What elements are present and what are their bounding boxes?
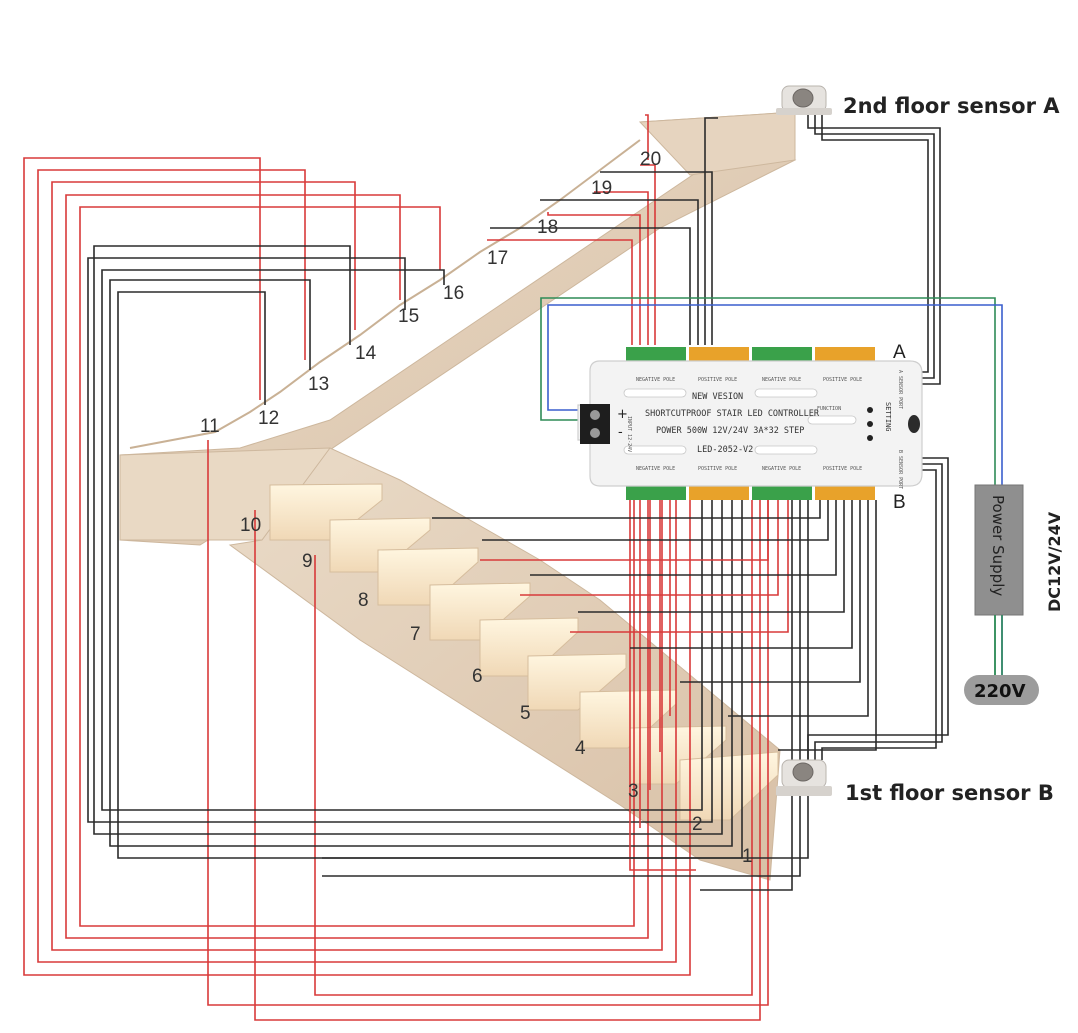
step-label-12: 12 bbox=[258, 408, 279, 429]
mains-badge bbox=[964, 675, 1039, 705]
step-label-4: 4 bbox=[575, 738, 586, 759]
step-label-18: 18 bbox=[537, 217, 558, 238]
setting-buttons bbox=[867, 407, 873, 441]
power-supply-label: Power Supply bbox=[989, 495, 1007, 596]
bottom-positive-pole-1: POSITIVE POLE bbox=[698, 466, 737, 472]
black-wires-upper bbox=[87, 117, 743, 859]
wiring bbox=[23, 112, 1003, 1021]
step-label-9: 9 bbox=[302, 551, 313, 572]
sensor-port-a-label: A SENSOR PORT bbox=[897, 370, 903, 409]
bottom-negative-pole-1: NEGATIVE POLE bbox=[636, 466, 675, 472]
port-a-letter: A bbox=[893, 342, 906, 363]
controller: A B NEGATIVE POLE POSITIVE POLE NEGATIVE… bbox=[577, 342, 923, 513]
sensor-knob bbox=[908, 415, 920, 433]
step-labels: 1 2 3 4 5 6 7 8 9 10 11 12 13 14 15 16 1… bbox=[200, 149, 753, 867]
black-wires-lower bbox=[322, 500, 877, 891]
upper-landing bbox=[638, 111, 796, 176]
sensor-a: 2nd floor sensor A bbox=[776, 85, 1060, 118]
dc-voltage-label: DC12V/24V bbox=[1045, 511, 1064, 612]
sensor-a-label: 2nd floor sensor A bbox=[843, 94, 1060, 118]
sensor-b-cable bbox=[807, 457, 949, 760]
bottom-positive-pole-2: POSITIVE POLE bbox=[823, 466, 862, 472]
top-positive-pole-2: POSITIVE POLE bbox=[823, 377, 862, 383]
lit-treads bbox=[269, 483, 779, 821]
step-label-13: 13 bbox=[308, 374, 329, 395]
led-rows bbox=[623, 388, 857, 455]
controller-line-3: POWER 500W 12V/24V 3A*32 STEP bbox=[656, 426, 804, 436]
step-label-20: 20 bbox=[640, 149, 661, 170]
sensor-b-label: 1st floor sensor B bbox=[845, 781, 1054, 805]
input-plus: + bbox=[617, 407, 628, 422]
setting-label: SETTING bbox=[884, 402, 892, 432]
blue-power-wire bbox=[547, 304, 1003, 675]
step-label-15: 15 bbox=[398, 306, 419, 327]
controller-model: LED-2052-V2 bbox=[697, 445, 753, 455]
step-label-19: 19 bbox=[591, 178, 612, 199]
bottom-terminals bbox=[626, 486, 875, 500]
sensor-b: 1st floor sensor B bbox=[776, 759, 1054, 805]
step-label-5: 5 bbox=[520, 703, 531, 724]
input-label: INPUT 12-24V bbox=[626, 416, 632, 452]
step-label-7: 7 bbox=[410, 624, 421, 645]
step-label-14: 14 bbox=[355, 343, 377, 364]
input-minus: - bbox=[618, 425, 623, 440]
top-positive-pole-1: POSITIVE POLE bbox=[698, 377, 737, 383]
power-supply: Power Supply DC12V/24V 220V bbox=[964, 484, 1064, 705]
bottom-negative-pole-2: NEGATIVE POLE bbox=[762, 466, 801, 472]
red-wires-upper bbox=[23, 114, 769, 1021]
function-label: FUNCTION bbox=[817, 406, 841, 412]
mains-wire bbox=[994, 615, 1003, 680]
controller-line-2: SHORTCUTPROOF STAIR LED CONTROLLER bbox=[645, 409, 820, 419]
sensor-a-cable bbox=[807, 112, 941, 385]
mains-voltage-label: 220V bbox=[974, 681, 1026, 702]
port-b-letter: B bbox=[893, 492, 906, 513]
controller-line-1: NEW VESION bbox=[692, 392, 743, 402]
step-label-6: 6 bbox=[472, 666, 483, 687]
green-power-wire bbox=[540, 297, 996, 675]
power-supply-box bbox=[974, 484, 1024, 616]
step-label-17: 17 bbox=[487, 248, 508, 269]
step-label-10: 10 bbox=[240, 515, 261, 536]
step-label-3: 3 bbox=[628, 781, 639, 802]
top-negative-pole-2: NEGATIVE POLE bbox=[762, 377, 801, 383]
sensor-port-b-label: B SENSOR PORT bbox=[897, 450, 903, 489]
top-terminals bbox=[626, 347, 875, 361]
step-label-16: 16 bbox=[443, 283, 464, 304]
step-label-1: 1 bbox=[742, 846, 753, 867]
step-label-11: 11 bbox=[200, 416, 220, 437]
step-label-8: 8 bbox=[358, 590, 369, 611]
step-label-2: 2 bbox=[692, 814, 703, 835]
red-wires-lower bbox=[480, 500, 789, 871]
top-negative-pole-1: NEGATIVE POLE bbox=[636, 377, 675, 383]
staircase bbox=[119, 111, 797, 881]
